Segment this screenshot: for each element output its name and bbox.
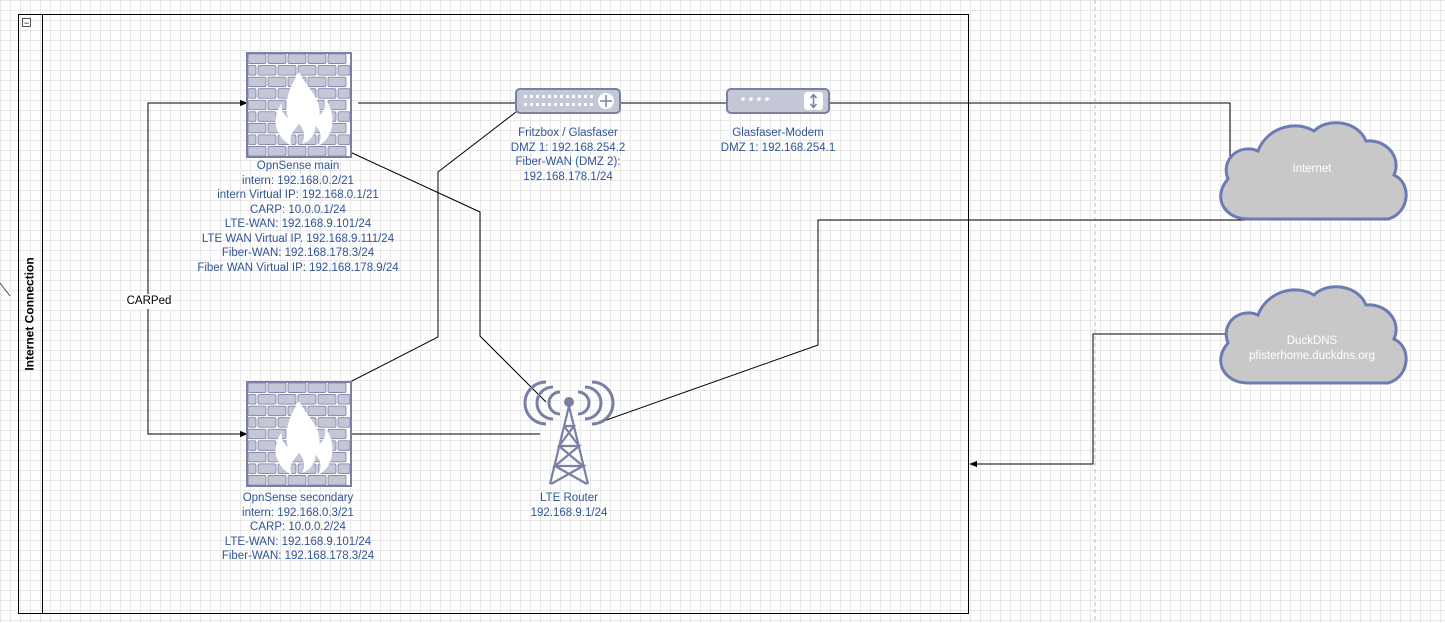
firewall-main-icon[interactable] [246, 52, 352, 158]
opnsense-secondary-label: OpnSense secondary intern: 192.168.0.3/2… [221, 492, 375, 562]
router-icon[interactable] [515, 88, 621, 114]
edge-carped-lower[interactable] [147, 300, 248, 438]
cloud-internet-icon[interactable] [1219, 121, 1408, 221]
internet-connection-swimlane[interactable] [18, 14, 969, 614]
edge-duckdns-container[interactable] [969, 333, 1230, 468]
lte-router-label: LTE Router 192.168.9.1/24 [530, 492, 608, 519]
edge-main-lte[interactable] [349, 151, 547, 403]
modem-label: Glasfaser-Modem DMZ 1: 192.168.254.1 [720, 127, 836, 154]
modem-icon[interactable] [726, 88, 830, 114]
collapse-toggle[interactable]: − [22, 18, 31, 28]
fritzbox-label: Fritzbox / Glasfaser DMZ 1: 192.168.254.… [510, 127, 626, 183]
edges [147, 99, 1245, 468]
swimlane-title: Internet Connection [23, 256, 37, 371]
cloud-duckdns-icon[interactable] [1219, 285, 1408, 385]
internet-label: Internet [1292, 163, 1332, 175]
firewall-secondary-icon[interactable] [246, 381, 352, 487]
opnsense-main-label: OpnSense main intern: 192.168.0.2/21 int… [197, 160, 399, 274]
edge-lte-internet[interactable] [597, 219, 1245, 424]
duckdns-label: DuckDNS pfisterhome.duckdns.org [1249, 335, 1375, 362]
antenna-tower-icon[interactable] [523, 380, 615, 485]
edge-secondary-fritzbox[interactable] [349, 111, 517, 383]
edge-modem-internet[interactable] [830, 102, 1231, 170]
edge-label-carped: CARPed [125, 294, 173, 309]
